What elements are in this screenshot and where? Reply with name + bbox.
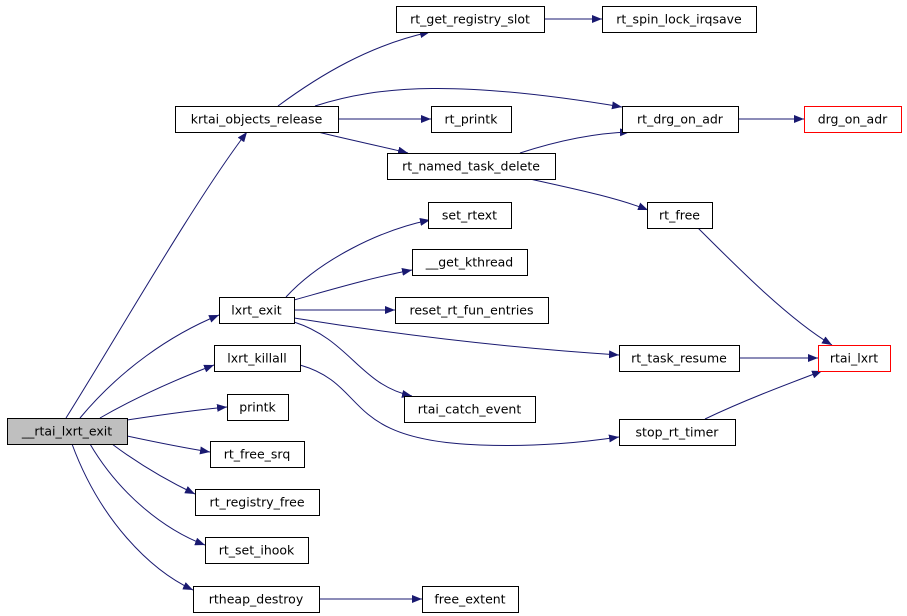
node-box [422,586,519,613]
edges-layer [65,15,833,603]
node-label: rtheap_destroy [209,592,304,607]
node-box [622,106,739,133]
node-box [195,489,320,516]
node-box [193,586,320,613]
node-label: rt_free [659,208,700,223]
nodes-layer: __rtai_lxrt_exit krtai_objects_release rt_… [7,6,902,613]
node-lxrt-killall[interactable]: lxrt_killall [214,345,301,372]
node-rt-drg-on-adr[interactable]: rt_drg_on_adr [622,106,739,133]
node-box [175,106,339,133]
node-label: rt_registry_free [209,495,304,510]
node-label: __rtai_lxrt_exit [21,424,112,439]
node---get-kthread[interactable]: __get_kthread [412,249,528,276]
node-box [7,418,128,445]
edge-lxrt_exit-to-set_rtext [285,218,431,298]
node-box [214,345,301,372]
edge-stop_rt_timer-to-rtai_lxrt [704,370,823,420]
edge-root-to-lxrt_killall [99,364,215,419]
node-label: lxrt_exit [231,303,282,318]
node-label: stop_rt_timer [636,425,720,440]
node-printk[interactable]: printk [227,394,289,421]
node-lxrt-exit[interactable]: lxrt_exit [219,297,295,324]
node-rt-set-ihook[interactable]: rt_set_ihook [205,537,309,564]
node-rt-get-registry-slot[interactable]: rt_get_registry_slot [396,6,545,33]
node-box [431,106,512,133]
node-reset-rt-fun-entries[interactable]: reset_rt_fun_entries [395,297,549,324]
node-box [219,297,295,324]
node-label: rt_task_resume [631,351,727,366]
node-box [395,297,549,324]
edge-root-to-krtai_objects_release [65,131,248,419]
node-box [804,106,902,133]
node-label: rt_printk [445,112,499,127]
edge-root-to-printk [126,403,228,421]
edge-root-to-rt_free_srq [126,435,211,455]
node-rtai-catch-event[interactable]: rtai_catch_event [404,396,536,423]
node-box [619,419,736,446]
node-box [396,6,545,33]
node-label: rtai_catch_event [418,402,522,417]
edge-krtai_objects_release-to-rt_get_registry_slot [277,30,431,107]
edge-rt_named_task_delete-to-rt_drg_on_adr [519,128,631,154]
node-box [602,6,757,33]
node-rt-free-srq[interactable]: rt_free_srq [210,441,305,468]
node-label: rtai_lxrt [830,351,878,366]
node-label: rt_drg_on_adr [637,112,724,127]
node-label: __get_kthread [425,255,514,270]
edge-root-to-lxrt_exit [79,314,220,419]
node-rt-registry-free[interactable]: rt_registry_free [195,489,320,516]
node-rtai-lxrt[interactable]: rtai_lxrt [818,345,891,372]
node-krtai-objects-release[interactable]: krtai_objects_release [175,106,339,133]
node-box [428,202,512,229]
node-label: rt_get_registry_slot [410,12,530,27]
node-box [818,345,891,372]
node-box [205,537,309,564]
edge-rt_free-to-rtai_lxrt [697,227,833,346]
edge-lxrt_killall-to-stop_rt_timer [299,364,620,446]
node-rt-named-task-delete[interactable]: rt_named_task_delete [387,153,556,180]
node-rt-printk[interactable]: rt_printk [431,106,512,133]
node-box [387,153,556,180]
edge-root-to-rt_set_ihook [89,443,206,546]
node-label: printk [239,400,276,415]
node-box [647,202,713,229]
node-root: __rtai_lxrt_exit [7,418,128,445]
node-box [412,249,528,276]
node-label: free_extent [434,592,505,607]
node-label: lxrt_killall [227,351,286,366]
node-label: drg_on_adr [818,112,888,127]
node-rtheap-destroy[interactable]: rtheap_destroy [193,586,320,613]
node-label: krtai_objects_release [191,112,323,127]
edge-krtai_objects_release-to-rt_drg_on_adr [314,88,623,110]
node-drg-on-adr[interactable]: drg_on_adr [804,106,902,133]
edge-lxrt_exit-to-__get_kthread [293,267,413,301]
edge-lxrt_exit-to-rtai_catch_event [293,321,413,398]
node-box [210,441,305,468]
node-rt-spin-lock-irqsave[interactable]: rt_spin_lock_irqsave [602,6,757,33]
node-stop-rt-timer[interactable]: stop_rt_timer [619,419,736,446]
node-set-rtext[interactable]: set_rtext [428,202,512,229]
node-label: reset_rt_fun_entries [409,303,533,318]
node-box [227,394,289,421]
node-free-extent[interactable]: free_extent [422,586,519,613]
node-box [404,396,536,423]
node-label: set_rtext [442,208,497,223]
node-box [619,345,740,372]
node-rt-task-resume[interactable]: rt_task_resume [619,345,740,372]
node-label: rt_free_srq [224,447,291,462]
node-label: rt_set_ihook [219,543,295,558]
node-label: rt_named_task_delete [402,159,540,174]
edge-lxrt_exit-to-rt_task_resume [293,317,620,359]
node-label: rt_spin_lock_irqsave [616,12,742,27]
edge-krtai_objects_release-to-rt_named_task_delete [317,131,409,155]
edge-rt_named_task_delete-to-rt_free [529,178,649,211]
edge-root-to-rt_registry_free [111,443,196,495]
edge-root-to-rtheap_destroy [71,443,194,591]
node-rt-free[interactable]: rt_free [647,202,713,229]
